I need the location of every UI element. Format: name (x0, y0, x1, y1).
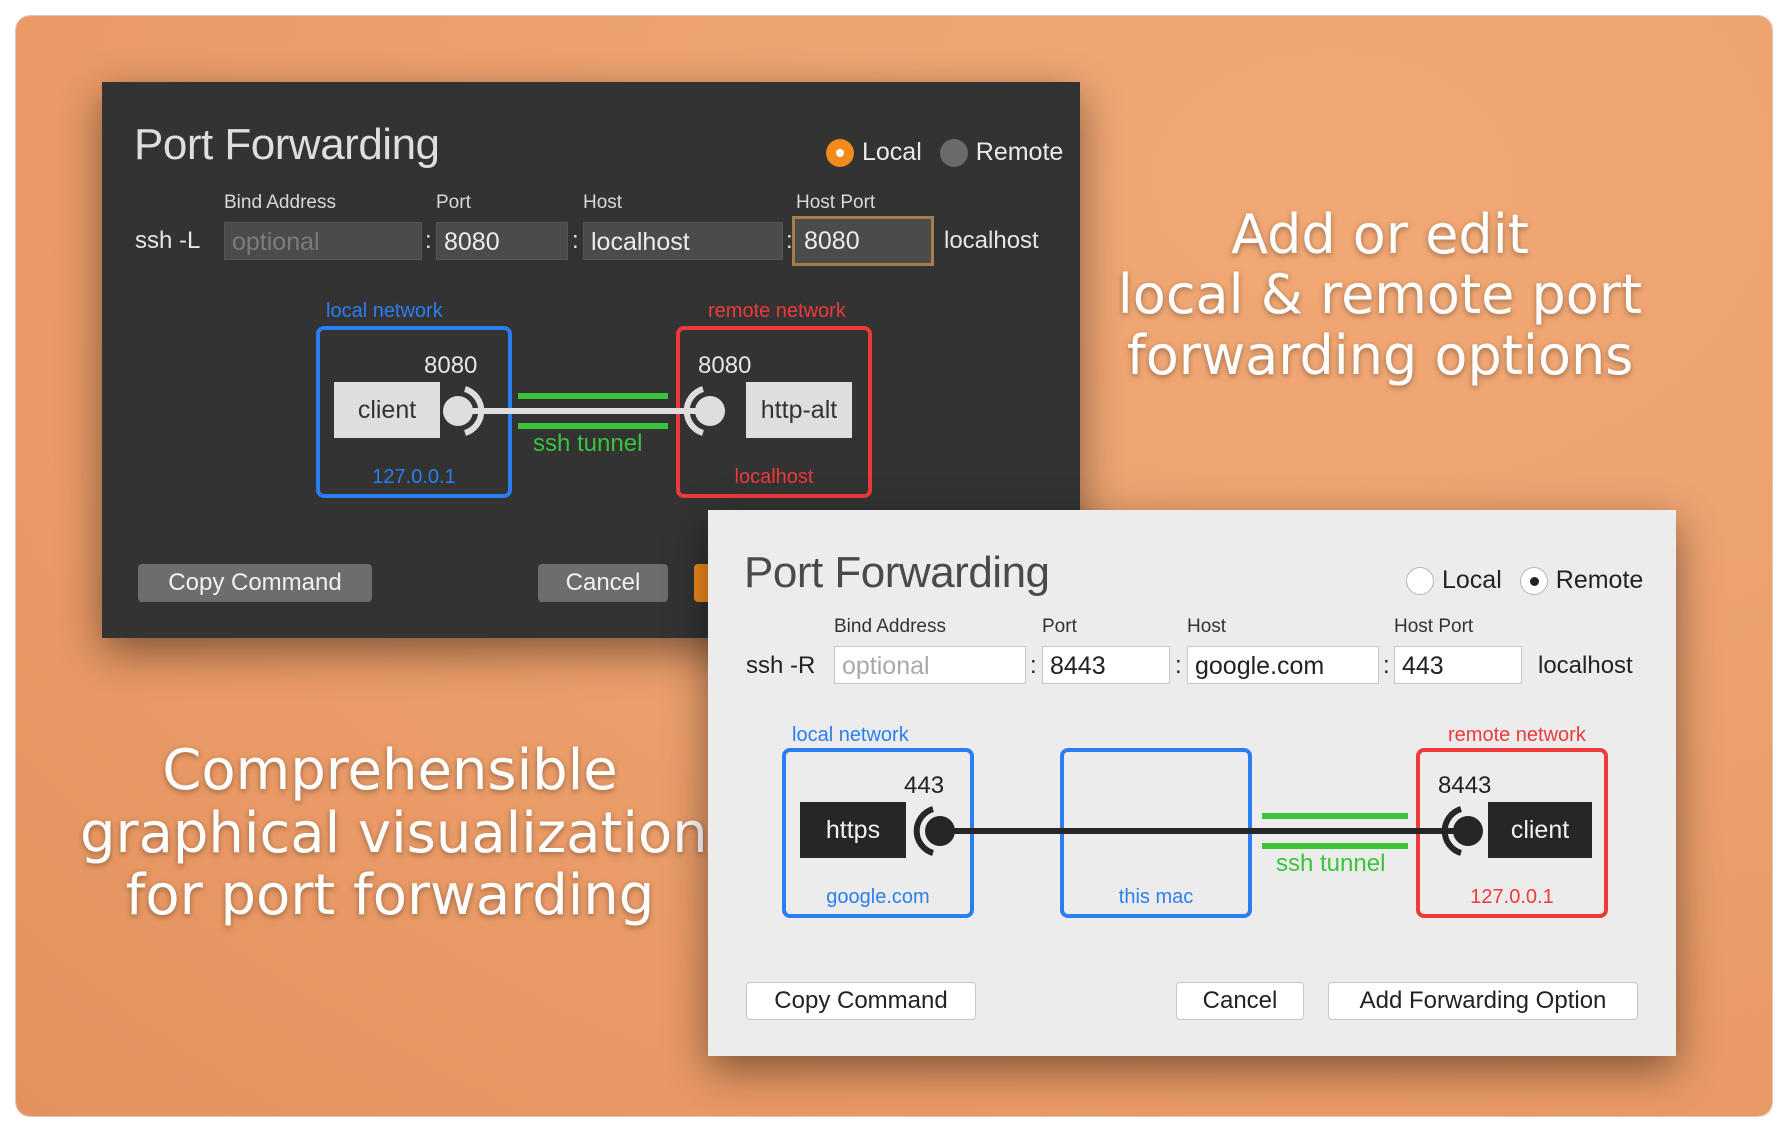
colon-separator: : (1030, 652, 1037, 679)
promo-top-line-3: forwarding options (1126, 323, 1634, 387)
ssh-command-label: ssh -R (746, 652, 816, 679)
dialog-title: Port Forwarding (744, 548, 1050, 597)
http-alt-node: http-alt (746, 382, 852, 438)
colon-separator: : (425, 227, 432, 254)
local-network-label: local network (792, 724, 909, 746)
host-port-input[interactable]: 8080 (792, 216, 934, 266)
mode-radio-group: Local Remote (1388, 566, 1643, 595)
radio-unselected-icon (939, 138, 968, 167)
bind-address-input[interactable]: optional (834, 646, 1026, 684)
copy-command-button[interactable]: Copy Command (746, 982, 976, 1020)
promo-headline-top: Add or edit local & remote port forwardi… (1110, 203, 1650, 387)
remote-ip-label: localhost (734, 466, 814, 488)
colon-separator: : (1175, 652, 1182, 679)
remote-network-label: remote network (708, 300, 846, 322)
radio-local[interactable]: Local (826, 138, 922, 167)
left-port-socket (925, 816, 955, 846)
add-forwarding-option-button[interactable]: Add Forwarding Option (1328, 982, 1638, 1020)
local-ip-label: 127.0.0.1 (372, 466, 456, 488)
host-input[interactable]: google.com (1187, 646, 1379, 684)
host-port-label: Host Port (796, 192, 876, 213)
bind-address-input[interactable]: optional (224, 222, 422, 260)
trailing-host-label: localhost (944, 227, 1039, 254)
light-diagram-connectors (913, 806, 1483, 856)
left-port-number: 8080 (424, 352, 478, 379)
radio-remote[interactable]: Remote (939, 138, 1064, 167)
local-network-label: local network (326, 300, 443, 322)
local-ip-label: google.com (826, 886, 930, 908)
promo-top-line-2: local & remote port (1117, 263, 1643, 327)
cancel-button[interactable]: Cancel (1176, 982, 1304, 1020)
ssh-tunnel-label: ssh tunnel (533, 430, 643, 457)
promo-headline-bottom: Comprehensible graphical visualization f… (80, 738, 708, 929)
bind-address-label: Bind Address (834, 616, 946, 637)
copy-command-button[interactable]: Copy Command (138, 564, 372, 602)
colon-separator: : (786, 227, 793, 254)
radio-local-label: Local (1442, 566, 1502, 594)
mode-radio-group: Local Remote (808, 138, 1063, 167)
right-port-number: 8443 (1438, 772, 1492, 799)
colon-separator: : (572, 227, 579, 254)
host-label: Host (1187, 616, 1227, 637)
radio-local-label: Local (862, 138, 922, 166)
https-node: https (800, 802, 906, 858)
promo-bottom-line-1: Comprehensible (162, 738, 618, 803)
left-port-cup (913, 806, 935, 856)
port-input[interactable]: 8443 (1042, 646, 1170, 684)
port-label: Port (436, 192, 471, 213)
radio-remote-label: Remote (975, 138, 1064, 166)
dialog-title: Port Forwarding (134, 120, 440, 169)
host-port-label: Host Port (1394, 616, 1474, 637)
radio-remote[interactable]: Remote (1519, 566, 1644, 595)
light-port-forwarding-dialog: Port Forwarding Local Remote Bind Addres… (708, 510, 1676, 1056)
ssh-tunnel-label: ssh tunnel (1276, 850, 1386, 877)
host-input[interactable]: localhost (583, 222, 783, 260)
right-port-cup (1441, 806, 1463, 856)
left-port-number: 443 (904, 772, 945, 799)
client-node: client (334, 382, 440, 438)
radio-unselected-icon (1406, 566, 1434, 595)
promo-bottom-line-3: for port forwarding (125, 863, 655, 929)
host-label: Host (583, 192, 623, 213)
promo-bottom-line-2: graphical visualization (80, 800, 708, 866)
right-port-cup (683, 386, 705, 436)
left-port-socket (443, 396, 473, 426)
bind-address-label: Bind Address (224, 192, 336, 213)
right-port-socket (695, 396, 725, 426)
radio-local[interactable]: Local (1406, 566, 1502, 595)
ssh-command-label: ssh -L (135, 227, 201, 254)
this-mac-label: this mac (1118, 886, 1194, 908)
trailing-host-label: localhost (1538, 652, 1633, 679)
remote-ip-label: 127.0.0.1 (1470, 886, 1554, 908)
port-input[interactable]: 8080 (436, 222, 568, 260)
radio-remote-label: Remote (1555, 566, 1644, 594)
right-port-number: 8080 (698, 352, 752, 379)
dark-diagram-connectors (443, 386, 725, 436)
client-node: client (1488, 802, 1592, 858)
right-port-socket (1453, 816, 1483, 846)
port-label: Port (1042, 616, 1077, 637)
promo-top-line-1: Add or edit (1231, 203, 1529, 266)
colon-separator: : (1383, 652, 1390, 679)
cancel-button[interactable]: Cancel (538, 564, 668, 602)
left-port-cup (463, 386, 485, 436)
radio-selected-icon (1519, 566, 1548, 595)
radio-selected-icon (826, 138, 854, 167)
remote-network-label: remote network (1448, 724, 1586, 746)
host-port-input[interactable]: 443 (1394, 646, 1522, 684)
